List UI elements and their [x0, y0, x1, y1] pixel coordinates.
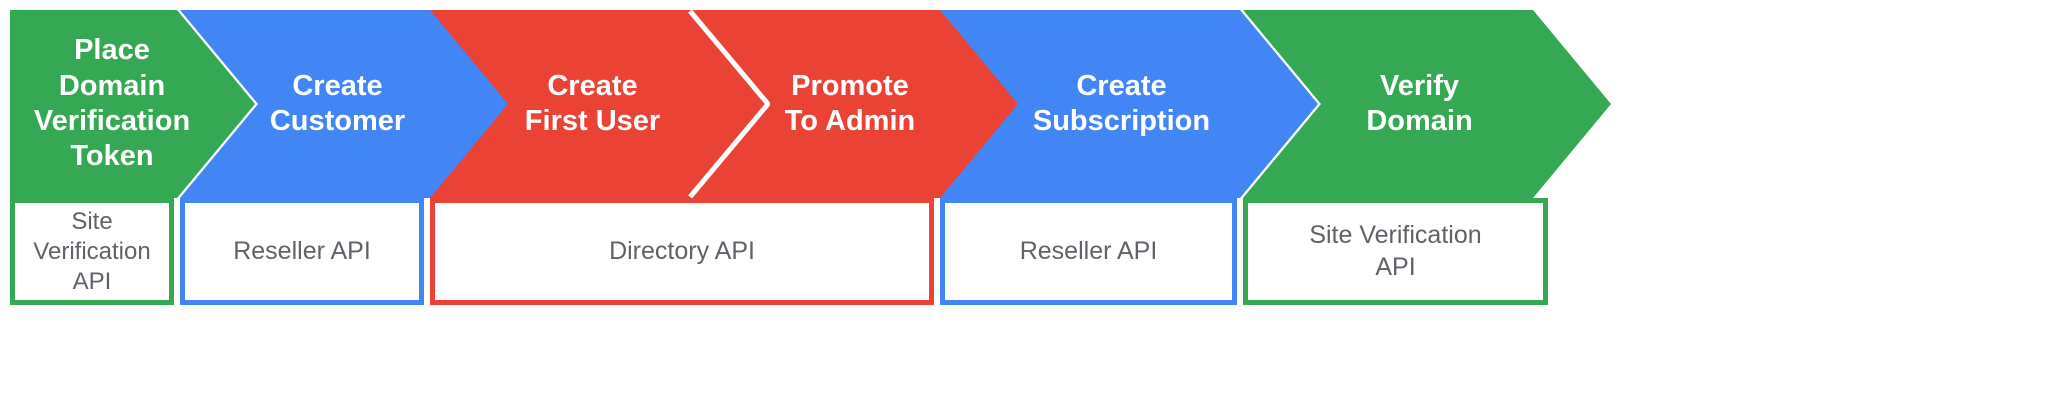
api-box-reseller-api-step-2[interactable]: Reseller API: [180, 198, 424, 305]
api-box-site-verification-api-step-1[interactable]: Site Verification API: [10, 198, 174, 305]
api-box-1-label: Site Verification API: [33, 207, 151, 295]
api-box-5-label: Site Verification API: [1309, 221, 1482, 281]
api-box-2-label: Reseller API: [233, 236, 371, 265]
api-box-reseller-api-step-5[interactable]: Reseller API: [940, 198, 1237, 305]
process-step-6-verify-domain[interactable]: Verify Domain: [1243, 10, 1611, 198]
chevron-shape-step-6: [1243, 10, 1611, 198]
api-box-site-verification-api-step-6[interactable]: Site Verification API: [1243, 198, 1548, 305]
api-box-directory-api-steps-3-4[interactable]: Directory API: [430, 198, 934, 305]
api-box-3-label: Directory API: [609, 236, 755, 265]
api-box-4-label: Reseller API: [1019, 236, 1158, 265]
